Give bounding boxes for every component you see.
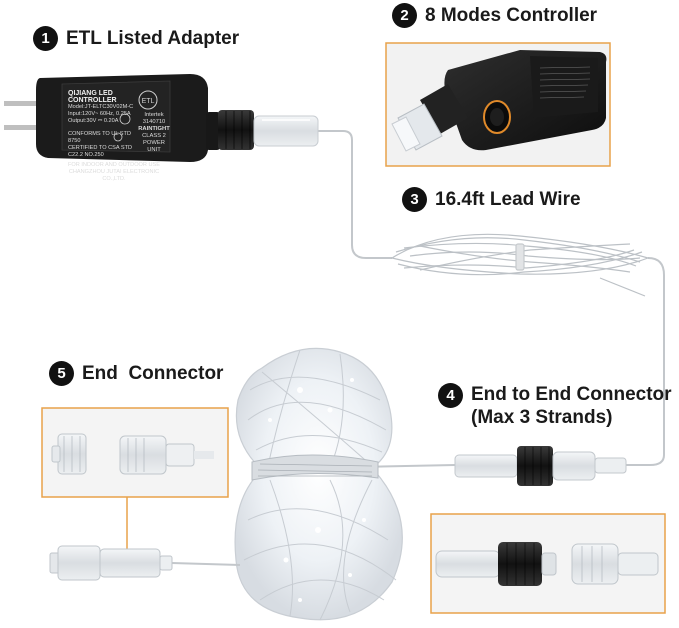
adapter-input: Input:120V~ 60Hz, 0.25A bbox=[68, 111, 131, 117]
lead-wire-coil bbox=[390, 233, 650, 297]
adapter-std2: C22.2 NO.250 bbox=[68, 152, 104, 158]
adapter-title: LED CONTROLLER bbox=[68, 90, 117, 104]
adapter-certified: CERTIFIED TO CSA STD bbox=[68, 145, 133, 151]
label-e2e-line1: End to End Connector bbox=[471, 384, 672, 405]
badge-1: 1 bbox=[33, 26, 58, 51]
etl-adapter: ETL bbox=[4, 74, 319, 162]
e2e-connector-inline bbox=[454, 446, 627, 486]
label-adapter-text: ETL Listed Adapter bbox=[66, 27, 240, 49]
adapter-maker: CHANGZHOU JUTAI ELECTRONIC CO.,LTD. bbox=[68, 169, 160, 182]
intertek-mark: Intertek bbox=[144, 112, 164, 118]
raintight-mark: RAINTIGHT bbox=[138, 126, 170, 132]
net-light-bundle bbox=[234, 347, 403, 621]
badge-4: 4 bbox=[438, 383, 463, 408]
badge-2: 2 bbox=[392, 3, 417, 28]
end-connector-photo bbox=[41, 407, 229, 498]
label-controller: 2 8 Modes Controller bbox=[392, 3, 597, 28]
label-end-connector-text: End Connector bbox=[82, 362, 224, 384]
adapter-output: Output:30V ⎓ 0.20A bbox=[68, 118, 119, 124]
adapter-conform: CONFORMS TO UL STD bbox=[68, 131, 131, 137]
class2-mark: CLASS 2 POWER UNIT bbox=[142, 133, 166, 153]
prong-bottom bbox=[4, 125, 48, 130]
label-lead-wire-text: 16.4ft Lead Wire bbox=[435, 188, 581, 210]
adapter-label-print: QIJIANG LED CONTROLLER Model:JT-ELTC30V0… bbox=[68, 90, 160, 183]
controller-photo bbox=[385, 42, 611, 167]
badge-5: 5 bbox=[49, 361, 74, 386]
svg-text:ETL: ETL bbox=[142, 98, 155, 105]
label-e2e-line2: (Max 3 Strands) bbox=[471, 407, 613, 428]
end-connector-assembled bbox=[49, 545, 241, 581]
label-adapter: 1 ETL Listed Adapter bbox=[33, 26, 239, 51]
intertek-number: 3140710 bbox=[142, 119, 166, 125]
adapter-usage: FOR INDOOR AND OUTDOOR USE bbox=[68, 162, 160, 168]
badge-3: 3 bbox=[402, 187, 427, 212]
label-end-connector: 5 End Connector bbox=[49, 361, 223, 386]
intertek-block: Intertek 3140710 RAINTIGHT CLASS 2 POWER… bbox=[136, 112, 172, 154]
prong-top bbox=[4, 101, 48, 106]
label-e2e: 4 End to End Connector (Max 3 Strands) bbox=[438, 383, 672, 429]
adapter-model: Model:JT-ELTC30V02M-C bbox=[68, 104, 134, 110]
adapter-brand: QIJIANG bbox=[68, 90, 97, 97]
adapter-std1: 8750 bbox=[68, 138, 81, 144]
label-lead-wire: 3 16.4ft Lead Wire bbox=[402, 187, 581, 212]
label-controller-text: 8 Modes Controller bbox=[425, 4, 598, 26]
e2e-detail-photo bbox=[430, 513, 666, 614]
